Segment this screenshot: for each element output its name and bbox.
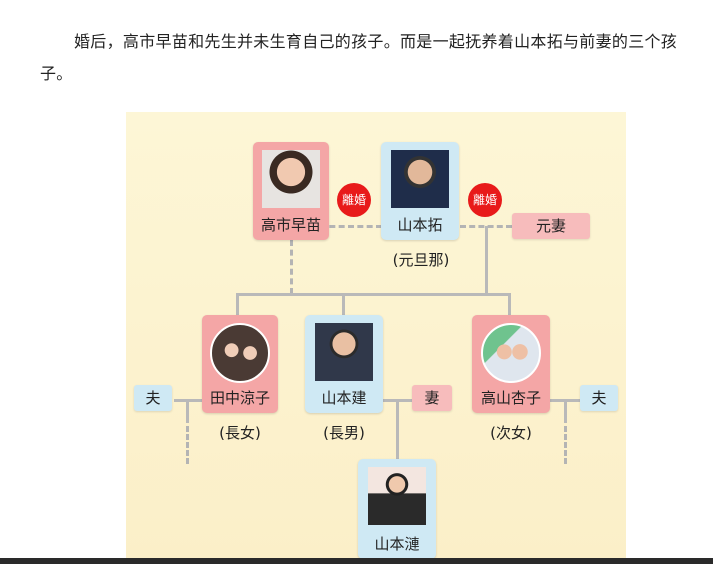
right-husband-dash: [564, 426, 567, 464]
children-bar: [236, 293, 511, 296]
ken-role: (長男): [323, 424, 365, 442]
ken-photo: [315, 323, 373, 381]
bottom-bar: [0, 558, 713, 564]
tag-left-husband: 夫: [134, 385, 172, 411]
right-husband-stem: [564, 399, 567, 423]
article-paragraph: 婚后，高市早苗和先生并未生育自己的孩子。而是一起抚养着山本拓与前妻的三个孩子。: [40, 26, 705, 90]
takayama-role: (次女): [490, 424, 532, 442]
ren-name: 山本漣: [374, 535, 420, 553]
takayama-name: 高山杏子: [480, 389, 541, 407]
divorce-badge-1: 離婚: [337, 183, 371, 217]
tanaka-role: (長女): [219, 424, 261, 442]
marriage-dash-line: [320, 225, 382, 228]
child-right-drop: [508, 293, 511, 315]
child-mid-drop: [342, 293, 345, 315]
takaichi-photo: [262, 150, 320, 208]
divorce-badge-2: 離婚: [468, 183, 502, 217]
yamamoto-photo: [391, 150, 449, 208]
takayama-photo: [481, 323, 541, 383]
card-takayama: 高山杏子: [472, 315, 550, 413]
ren-photo: [368, 467, 426, 525]
card-yamamoto: 山本拓: [381, 142, 459, 240]
tanaka-photo: [210, 323, 270, 383]
card-tanaka: 田中涼子: [202, 315, 278, 413]
exwife-stem: [485, 226, 488, 294]
ken-son-stem: [396, 399, 399, 459]
child-left-drop: [236, 293, 239, 315]
takaichi-name: 高市早苗: [260, 216, 321, 234]
family-tree-figure: 高市早苗 離婚 山本拓 (元旦那) 離婚 元妻 夫 田中涼子 (長女) 山本建 …: [126, 112, 626, 564]
yamamoto-name: 山本拓: [397, 216, 443, 234]
yamamoto-role: (元旦那): [392, 251, 450, 269]
tag-ken-wife: 妻: [412, 385, 452, 411]
left-husband-dash: [186, 426, 189, 464]
tanaka-name: 田中涼子: [209, 389, 270, 407]
card-ren: 山本漣: [358, 459, 436, 559]
article-paragraph-text: 婚后，高市早苗和先生并未生育自己的孩子。而是一起抚养着山本拓与前妻的三个孩子。: [40, 32, 678, 83]
left-husband-stem: [186, 399, 189, 423]
card-ken: 山本建: [305, 315, 383, 413]
takaichi-dash-down: [290, 240, 293, 294]
card-takaichi: 高市早苗: [253, 142, 329, 240]
ken-name: 山本建: [321, 389, 367, 407]
tag-ex-wife: 元妻: [512, 213, 590, 239]
tag-right-husband: 夫: [580, 385, 618, 411]
